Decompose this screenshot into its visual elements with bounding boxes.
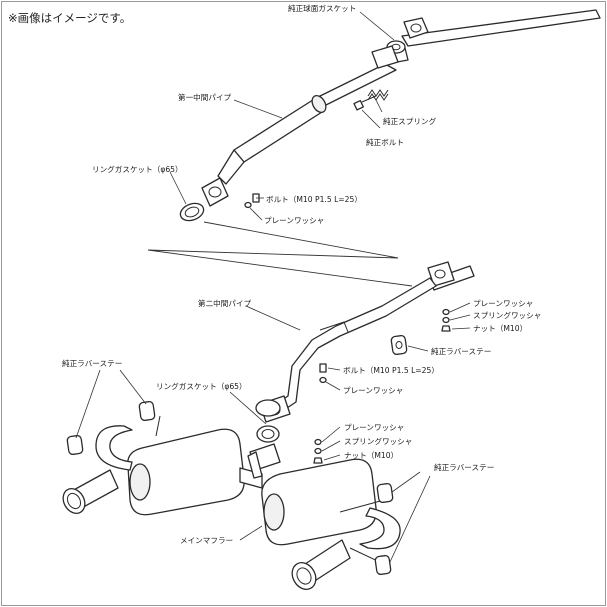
downstream-oem-pipe — [427, 261, 475, 291]
label-oem-sphere-gasket: 純正球面ガスケット — [288, 3, 356, 13]
label-main-muffler: メインマフラー — [180, 536, 233, 545]
label-plain-washer-r1: プレーンワッシャ — [473, 299, 533, 308]
ring-gasket-mid-part — [255, 399, 281, 443]
washer-stack-lower-part — [313, 438, 323, 464]
rubber-stay-lower-right-part — [374, 482, 394, 576]
rubber-stay-upper-right-part — [390, 334, 408, 356]
image-note: ※画像はイメージです。 — [8, 11, 131, 25]
label-ring-gasket-top: リングガスケット（φ65） — [92, 164, 183, 174]
oem-spring-part — [367, 89, 389, 101]
leader-lines — [75, 11, 471, 563]
label-oem-bolt: 純正ボルト — [366, 137, 404, 147]
label-oem-rubber-stay-right-lower: 純正ラバーステー — [434, 462, 494, 472]
rubber-stay-left-part — [66, 400, 156, 456]
label-plain-washer-mid: プレーンワッシャ — [343, 386, 403, 395]
label-nut-r1: ナット（M10） — [473, 324, 527, 333]
section-fold-line — [147, 221, 413, 287]
label-oem-spring: 純正スプリング — [383, 116, 437, 126]
main-muffler-part — [62, 415, 401, 590]
label-oem-rubber-stay-right-upper: 純正ラバーステー — [431, 346, 491, 356]
label-second-mid-pipe: 第二中間パイプ — [198, 298, 252, 308]
label-oem-rubber-stay-left: 純正ラバーステー — [62, 358, 122, 368]
bolt-washer-top-part — [244, 193, 260, 209]
ring-gasket-top-part — [179, 202, 205, 222]
label-first-mid-pipe: 第一中間パイプ — [178, 92, 232, 102]
label-spring-washer-lower: スプリングワッシャ — [344, 436, 412, 446]
label-plain-washer-lower: プレーンワッシャ — [344, 423, 404, 432]
first-mid-pipe-part — [201, 45, 399, 207]
label-plain-washer-top: プレーンワッシャ — [264, 216, 324, 225]
label-spring-washer-r1: スプリングワッシャ — [473, 310, 541, 320]
label-nut-lower: ナット（M10） — [344, 451, 398, 460]
oem-bolt-part — [353, 95, 377, 111]
bolt-washer-mid-part — [319, 363, 327, 384]
label-ring-gasket-mid: リングガスケット（φ65） — [156, 381, 247, 391]
top-flange — [403, 17, 429, 39]
label-bolt-mid: ボルト（M10 P1.5 L=25） — [343, 366, 439, 375]
washer-stack-r1-part — [441, 308, 451, 332]
label-bolt-top: ボルト（M10 P1.5 L=25） — [266, 195, 362, 204]
